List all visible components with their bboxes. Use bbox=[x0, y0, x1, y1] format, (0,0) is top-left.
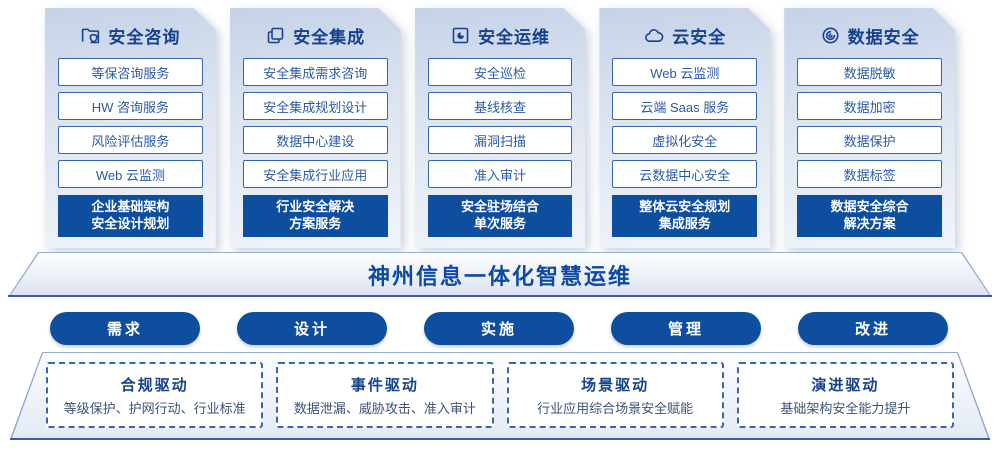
stacked-squares-icon bbox=[265, 25, 286, 46]
column-title: 安全集成 bbox=[293, 27, 366, 47]
column-footer: 企业基础架构 安全设计规划 bbox=[58, 195, 203, 237]
driver-scenario: 场景驱动 行业应用综合场景安全赋能 bbox=[506, 362, 724, 428]
driver-desc: 等级保护、护网行动、行业标准 bbox=[63, 400, 246, 416]
service-item: 安全巡检 bbox=[428, 58, 573, 86]
service-item: 准入审计 bbox=[428, 160, 573, 188]
service-item: 数据加密 bbox=[797, 92, 942, 120]
driver-title: 场景驱动 bbox=[581, 376, 650, 394]
base-bottom-line bbox=[10, 438, 990, 440]
service-item: 数据脱敏 bbox=[797, 58, 942, 86]
service-item: 数据标签 bbox=[797, 160, 942, 188]
driver-title: 事件驱动 bbox=[350, 376, 419, 394]
service-item: 安全集成需求咨询 bbox=[243, 58, 388, 86]
column-data-security: 数据安全 数据脱敏 数据加密 数据保护 数据标签 数据安全综合 解决方案 bbox=[784, 8, 955, 248]
folder-shield-icon bbox=[80, 25, 101, 46]
banner-trapezoid: 神州信息一体化智慧运维 bbox=[8, 252, 992, 297]
service-columns: 安全咨询 等保咨询服务 HW 咨询服务 风险评估服务 Web 云监测 企业基础架… bbox=[45, 8, 955, 248]
service-item: 基线核查 bbox=[428, 92, 573, 120]
cloud-icon bbox=[643, 25, 665, 46]
column-cloud-security: 云安全 Web 云监测 云端 Saas 服务 虚拟化安全 云数据中心安全 整体云… bbox=[599, 8, 770, 248]
service-item: 虚拟化安全 bbox=[612, 126, 757, 154]
column-title: 安全运维 bbox=[477, 27, 550, 47]
column-header: 数据安全 bbox=[797, 21, 942, 49]
driver-incident: 事件驱动 数据泄漏、威胁攻击、准入审计 bbox=[276, 362, 494, 428]
banner-bottom-line bbox=[8, 295, 992, 297]
banner-title: 神州信息一体化智慧运维 bbox=[367, 263, 632, 289]
service-item: 数据中心建设 bbox=[243, 126, 388, 154]
driver-title: 合规驱动 bbox=[120, 376, 189, 394]
service-item: 安全集成行业应用 bbox=[243, 160, 388, 188]
pill-requirement: 需求 bbox=[50, 312, 200, 345]
driver-compliance: 合规驱动 等级保护、护网行动、行业标准 bbox=[46, 362, 264, 428]
pill-design: 设计 bbox=[237, 312, 387, 345]
column-header: 安全集成 bbox=[243, 21, 388, 49]
column-footer: 安全驻场结合 单次服务 bbox=[428, 195, 573, 237]
service-item: 云端 Saas 服务 bbox=[612, 92, 757, 120]
column-footer: 数据安全综合 解决方案 bbox=[797, 195, 942, 237]
column-title: 云安全 bbox=[672, 27, 727, 47]
service-item: 等保咨询服务 bbox=[58, 58, 203, 86]
driver-boxes: 合规驱动 等级保护、护网行动、行业标准 事件驱动 数据泄漏、威胁攻击、准入审计 … bbox=[46, 362, 954, 428]
process-pills: 需求 设计 实施 管理 改进 bbox=[50, 312, 948, 345]
folder-chart-icon bbox=[450, 25, 471, 46]
column-header: 安全咨询 bbox=[58, 21, 203, 49]
fingerprint-icon bbox=[820, 25, 841, 46]
service-item: Web 云监测 bbox=[612, 58, 757, 86]
driver-desc: 数据泄漏、威胁攻击、准入审计 bbox=[293, 400, 476, 416]
column-title: 安全咨询 bbox=[108, 27, 181, 47]
column-security-consulting: 安全咨询 等保咨询服务 HW 咨询服务 风险评估服务 Web 云监测 企业基础架… bbox=[45, 8, 216, 248]
service-item: 数据保护 bbox=[797, 126, 942, 154]
service-item: 风险评估服务 bbox=[58, 126, 203, 154]
service-item: 云数据中心安全 bbox=[612, 160, 757, 188]
driver-desc: 行业应用综合场景安全赋能 bbox=[537, 400, 694, 416]
service-item: Web 云监测 bbox=[58, 160, 203, 188]
column-header: 安全运维 bbox=[428, 21, 573, 49]
column-header: 云安全 bbox=[612, 21, 757, 49]
pill-implementation: 实施 bbox=[424, 312, 574, 345]
column-security-integration: 安全集成 安全集成需求咨询 安全集成规划设计 数据中心建设 安全集成行业应用 行… bbox=[230, 8, 401, 248]
driver-title: 演进驱动 bbox=[811, 376, 880, 394]
pill-management: 管理 bbox=[611, 312, 761, 345]
column-footer: 整体云安全规划 集成服务 bbox=[612, 195, 757, 237]
column-footer: 行业安全解决 方案服务 bbox=[243, 195, 388, 237]
driver-evolution: 演进驱动 基础架构安全能力提升 bbox=[736, 362, 954, 428]
pill-improvement: 改进 bbox=[798, 312, 948, 345]
driver-desc: 基础架构安全能力提升 bbox=[780, 400, 911, 416]
service-item: HW 咨询服务 bbox=[58, 92, 203, 120]
service-item: 漏洞扫描 bbox=[428, 126, 573, 154]
column-security-operations: 安全运维 安全巡检 基线核查 漏洞扫描 准入审计 安全驻场结合 单次服务 bbox=[415, 8, 586, 248]
column-title: 数据安全 bbox=[847, 27, 920, 47]
service-item: 安全集成规划设计 bbox=[243, 92, 388, 120]
